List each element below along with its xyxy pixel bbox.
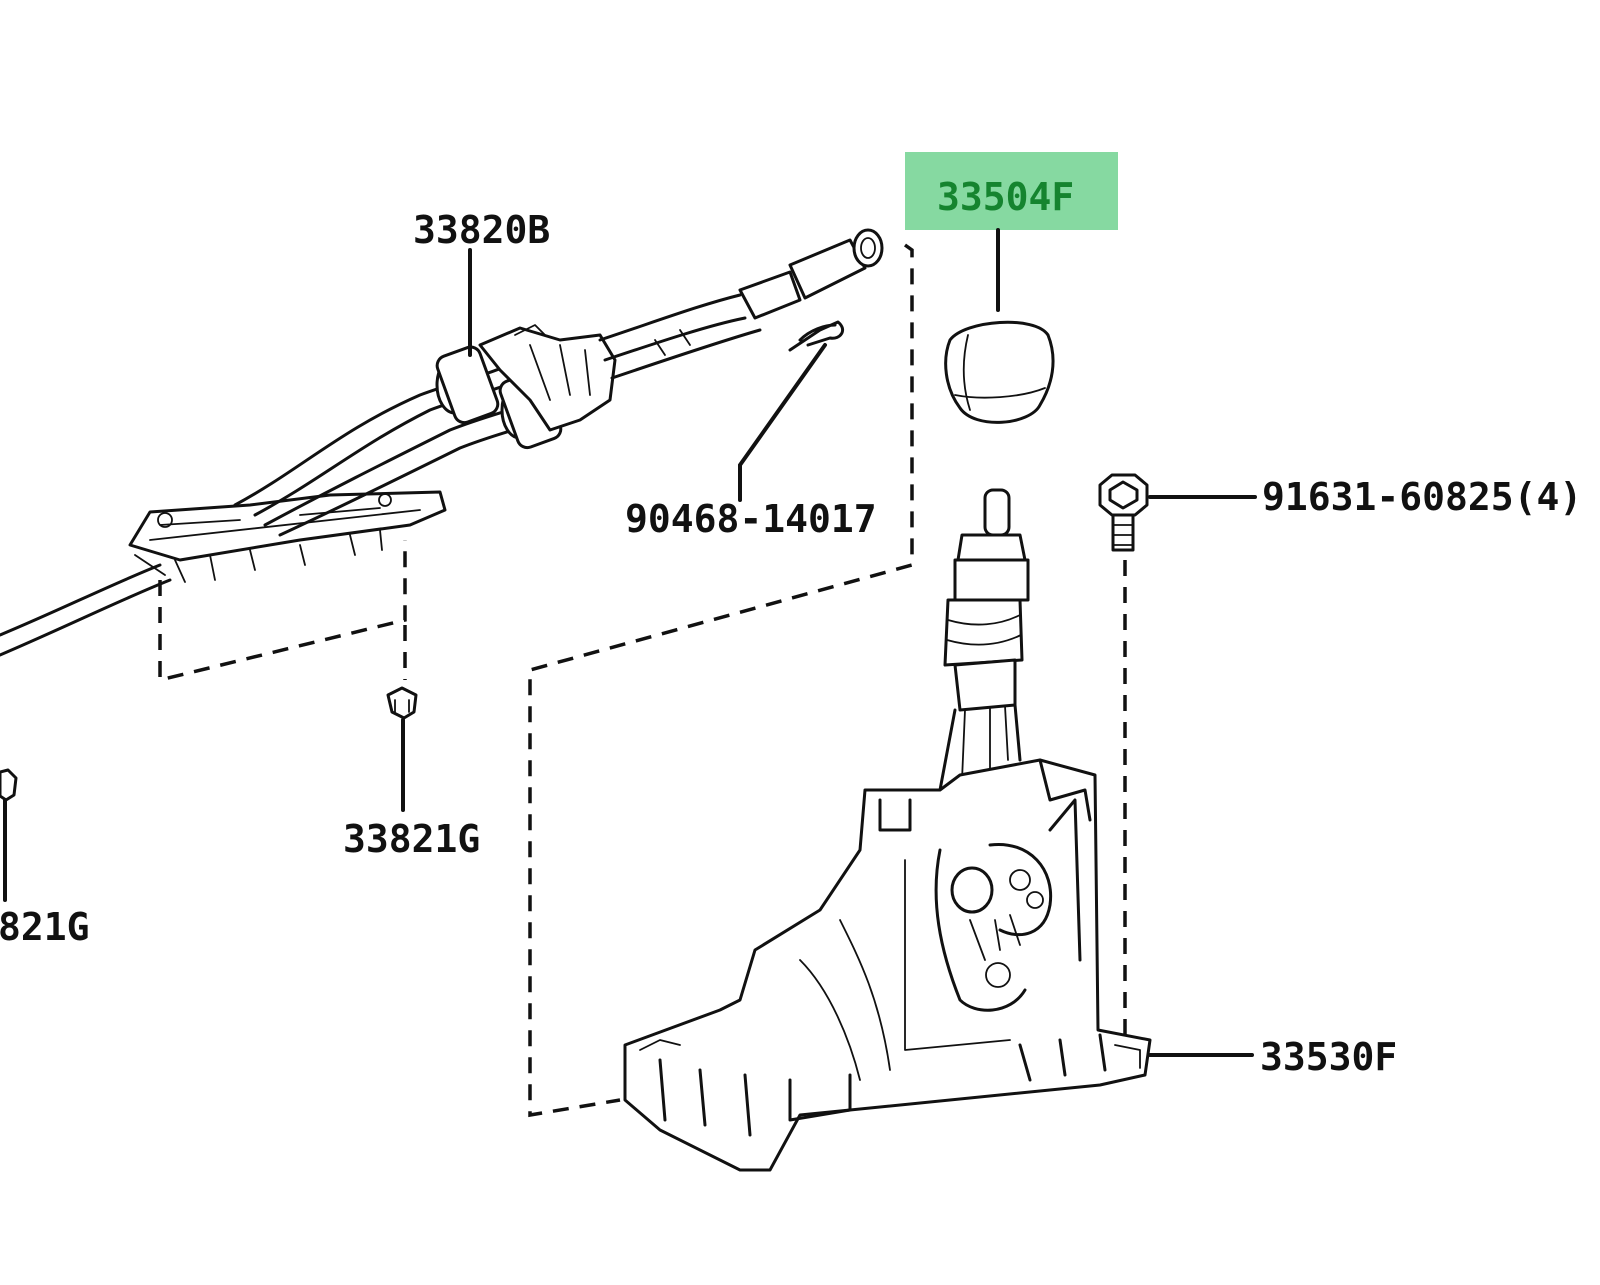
part-callout-33504f[interactable]: 33504F xyxy=(905,152,1118,424)
shift-cable-assembly xyxy=(0,228,884,657)
part-callout-33821g[interactable]: 33821G xyxy=(343,686,480,861)
part-number-33820b: 33820B xyxy=(413,208,550,252)
part-number-90468-14017: 90468-14017 xyxy=(625,497,877,541)
grommet-icon-left xyxy=(0,768,18,802)
clip-icon xyxy=(788,320,844,352)
part-callout-33820b[interactable]: 33820B xyxy=(413,208,550,357)
shift-knob-icon xyxy=(944,320,1055,424)
part-number-821g: 821G xyxy=(0,905,90,949)
part-number-33504f: 33504F xyxy=(937,175,1074,219)
dashed-leader-lines xyxy=(158,243,1127,1118)
part-callout-821g[interactable]: 821G xyxy=(0,768,90,949)
grommet-icon xyxy=(386,686,418,720)
part-callout-91631-60825[interactable]: 91631-60825(4) xyxy=(1098,473,1582,552)
highlight-box xyxy=(905,152,1118,230)
shift-lever-assembly xyxy=(623,488,1152,1172)
part-number-33530f: 33530F xyxy=(1260,1035,1397,1079)
part-number-91631-60825: 91631-60825(4) xyxy=(1262,475,1582,519)
part-callout-33530f[interactable]: 33530F xyxy=(1148,1035,1397,1079)
part-callout-90468-14017[interactable]: 90468-14017 xyxy=(625,320,877,541)
bolt-icon xyxy=(1098,473,1149,552)
part-number-33821g: 33821G xyxy=(343,817,480,861)
